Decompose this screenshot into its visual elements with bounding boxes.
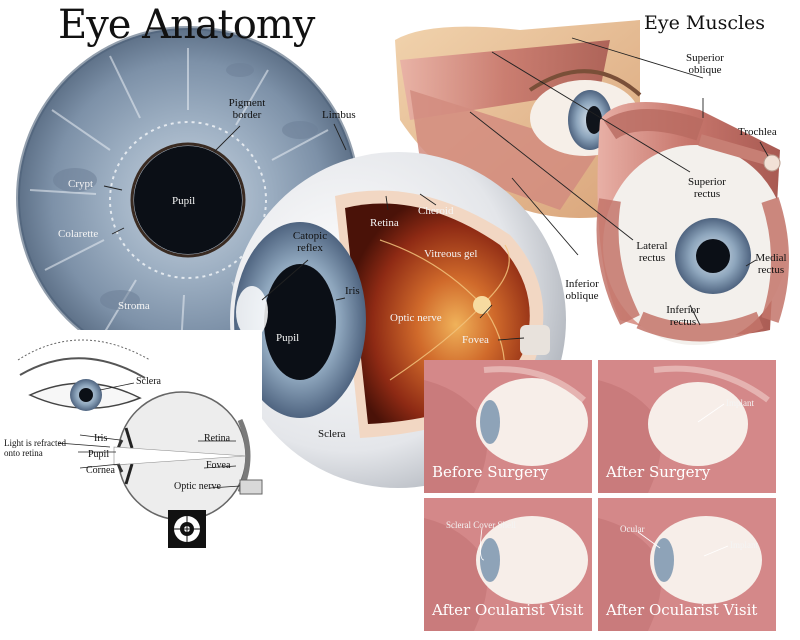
surgery-panel-ocularist-ocular: Ocular Implant After Ocularist Visit <box>598 498 776 631</box>
label-iris: Iris <box>345 285 360 297</box>
label-cs-optic-nerve: Optic nerve <box>174 481 221 492</box>
label-stroma: Stroma <box>118 300 150 312</box>
label-trochlea: Trochlea <box>738 126 777 138</box>
label-cs-cornea: Cornea <box>86 465 115 476</box>
label-cs-iris: Iris <box>94 433 108 444</box>
label-eyeball-pupil: Pupil <box>276 332 300 344</box>
label-cs-sclera: Sclera <box>136 376 161 387</box>
label-inferior-rectus: Inferior rectus <box>666 304 700 328</box>
label-cs-pupil: Pupil <box>88 449 110 460</box>
cross-section-illustration <box>0 330 263 550</box>
label-pigment-border: Pigment border <box>228 97 266 121</box>
panel-caption: After Surgery <box>606 463 711 481</box>
label-catopic-reflex: Catopic reflex <box>292 230 328 254</box>
label-refraction-note: Light is refracted onto retina <box>4 438 66 458</box>
target-icon <box>168 510 206 548</box>
panel-caption: After Ocularist Visit <box>606 601 758 619</box>
label-cs-retina: Retina <box>204 433 231 444</box>
label-inferior-oblique: Inferior oblique <box>565 278 599 302</box>
label-superior-oblique: Superior oblique <box>686 52 724 76</box>
panel-caption: After Ocularist Visit <box>432 601 584 619</box>
label-lateral-rectus: Lateral rectus <box>636 240 668 264</box>
label-crypt: Crypt <box>68 178 94 190</box>
label-fovea: Fovea <box>462 334 489 346</box>
label-limbus: Limbus <box>322 109 356 121</box>
label-sclera: Sclera <box>318 428 346 440</box>
label-medial-rectus: Medial rectus <box>755 252 787 276</box>
panel-note: Implant <box>730 540 758 550</box>
iris-leader-lines <box>103 123 347 235</box>
panel-note: Implant <box>726 398 754 408</box>
label-optic-nerve: Optic nerve <box>390 312 442 324</box>
surgery-panel-before: Before Surgery <box>424 360 592 493</box>
surgery-panel-after-surgery: Implant After Surgery <box>598 360 776 493</box>
surgery-panel-ocularist-shell: Scleral Cover Shell After Ocularist Visi… <box>424 498 592 631</box>
page-title: Eye Anatomy <box>58 2 315 48</box>
label-retina: Retina <box>370 217 399 229</box>
panel-note: Scleral Cover Shell <box>446 520 516 530</box>
label-choroid: Cheroid <box>418 205 454 217</box>
label-iris-pupil: Pupil <box>172 195 196 207</box>
label-cs-fovea: Fovea <box>206 460 231 471</box>
label-colarette: Colarette <box>58 228 99 240</box>
label-vitreous-gel: Vitreous gel <box>424 248 478 260</box>
panel-caption: Before Surgery <box>432 463 549 481</box>
muscles-title: Eye Muscles <box>644 12 766 34</box>
panel-note: Ocular <box>620 524 645 534</box>
label-superior-rectus: Superior rectus <box>688 176 726 200</box>
eye-muscles-illustration <box>395 20 789 345</box>
